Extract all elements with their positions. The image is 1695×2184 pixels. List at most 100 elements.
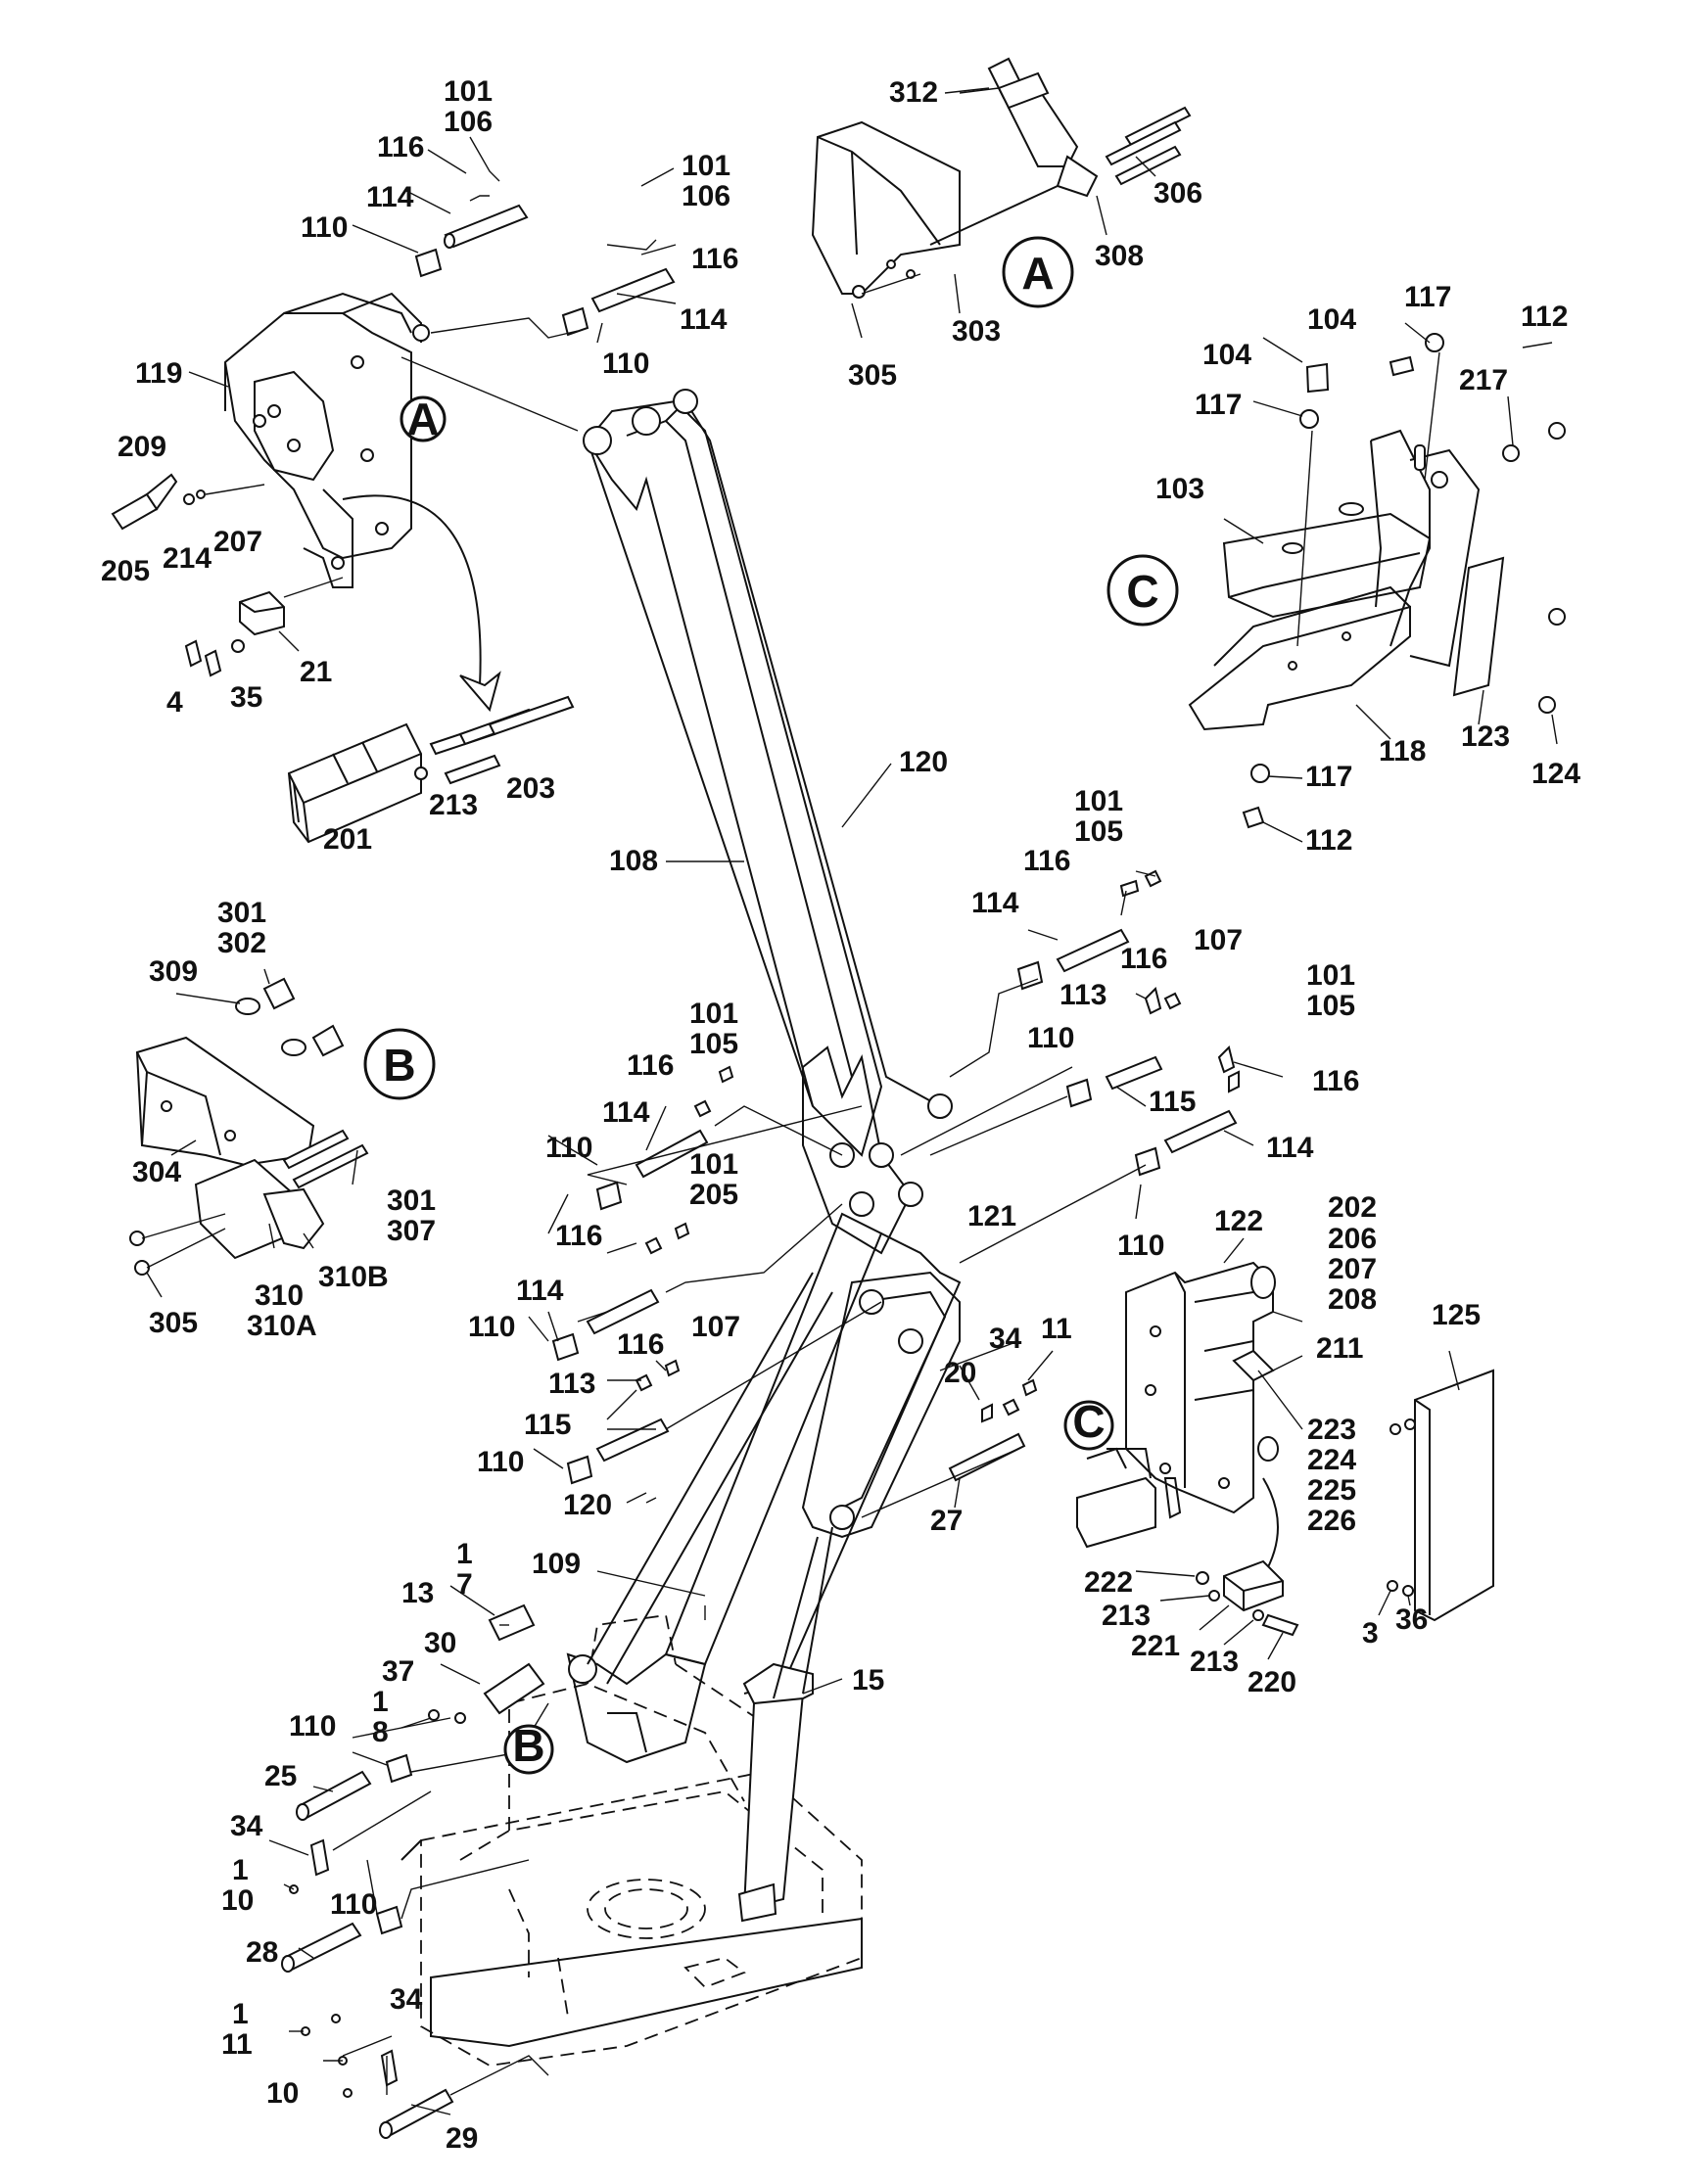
label-110: 110	[1117, 1230, 1164, 1262]
label-109: 109	[532, 1548, 581, 1580]
label-110: 110	[545, 1132, 592, 1164]
label-101: 101	[682, 150, 730, 182]
rotation-arrow-head	[459, 671, 501, 713]
label-116: 116	[1120, 943, 1167, 975]
label-116: 116	[1023, 845, 1070, 877]
label-302: 302	[217, 927, 266, 959]
bracket-119	[223, 292, 430, 588]
label-207: 207	[213, 526, 262, 558]
label-4: 4	[166, 686, 183, 719]
label-103: 103	[1155, 473, 1204, 505]
label-213: 213	[1190, 1646, 1239, 1678]
label-119: 119	[135, 357, 182, 390]
label-307: 307	[387, 1215, 436, 1247]
label-104: 104	[1202, 339, 1251, 371]
label-122: 122	[1214, 1205, 1263, 1237]
label-213: 213	[429, 789, 478, 821]
label-114: 114	[1266, 1132, 1314, 1164]
label-106: 106	[444, 106, 493, 138]
label-114: 114	[516, 1275, 564, 1307]
switch-312	[852, 57, 1192, 299]
valve-plate-122	[1125, 1261, 1279, 1577]
label-110: 110	[602, 348, 649, 380]
label-7: 7	[456, 1568, 473, 1601]
label-202: 202	[1328, 1191, 1377, 1224]
svg-text:C: C	[1126, 566, 1158, 617]
svg-text:A: A	[406, 394, 439, 444]
label-301: 301	[217, 897, 266, 929]
label-10: 10	[221, 1884, 254, 1917]
label-110: 110	[477, 1446, 524, 1478]
label-201: 201	[323, 823, 372, 856]
label-121: 121	[967, 1200, 1016, 1232]
label-101: 101	[444, 75, 493, 108]
label-110: 110	[468, 1311, 515, 1343]
label-105: 105	[1074, 815, 1123, 848]
valve-201	[287, 722, 422, 844]
label-114: 114	[971, 887, 1019, 919]
label-15: 15	[852, 1664, 884, 1696]
callout-c-bracket: C	[1106, 554, 1179, 627]
leader-lines	[146, 87, 1558, 2115]
label-1: 1	[232, 1854, 249, 1886]
label-105: 105	[1306, 990, 1355, 1022]
bracket-118	[1188, 429, 1481, 731]
label-30: 30	[424, 1627, 456, 1659]
label-116: 116	[1312, 1065, 1359, 1097]
label-221: 221	[1131, 1630, 1180, 1662]
label-117: 117	[1195, 389, 1242, 421]
label-310: 310	[255, 1279, 304, 1312]
label-110: 110	[289, 1710, 336, 1743]
guard-303	[811, 120, 961, 295]
label-213: 213	[1102, 1600, 1151, 1632]
label-115: 115	[524, 1409, 571, 1441]
label-208: 208	[1328, 1283, 1377, 1316]
label-34: 34	[989, 1323, 1022, 1355]
label-112: 112	[1305, 824, 1352, 857]
label-118: 118	[1379, 735, 1426, 767]
label-101: 101	[689, 998, 738, 1030]
label-106: 106	[682, 180, 730, 212]
label-101: 101	[689, 1148, 738, 1181]
label-110: 110	[330, 1888, 377, 1921]
label-205: 205	[689, 1179, 738, 1211]
small-pins	[635, 869, 1240, 1423]
guard-304	[135, 1036, 315, 1167]
svg-text:A: A	[1021, 248, 1054, 299]
label-34: 34	[230, 1810, 263, 1842]
label-35: 35	[230, 681, 262, 714]
label-112: 112	[1521, 301, 1568, 333]
label-29: 29	[446, 2122, 478, 2155]
label-203: 203	[506, 772, 555, 805]
label-114: 114	[602, 1096, 650, 1129]
label-107: 107	[691, 1311, 740, 1343]
label-305: 305	[149, 1307, 198, 1339]
label-117: 117	[1305, 761, 1352, 793]
label-34: 34	[390, 1983, 423, 2016]
label-117: 117	[1404, 281, 1451, 313]
label-205: 205	[101, 555, 150, 587]
label-310A: 310A	[247, 1310, 317, 1342]
label-306: 306	[1154, 177, 1202, 209]
label-116: 116	[555, 1220, 602, 1252]
label-116: 116	[691, 243, 738, 275]
label-10: 10	[266, 2077, 299, 2110]
callout-b-guard: B	[363, 1028, 436, 1100]
label-27: 27	[930, 1505, 963, 1537]
label-114: 114	[680, 303, 728, 336]
label-124: 124	[1531, 758, 1580, 790]
label-120: 120	[899, 746, 948, 778]
label-13: 13	[401, 1577, 434, 1609]
label-108: 108	[609, 845, 658, 877]
label-308: 308	[1095, 240, 1144, 272]
label-101: 101	[1074, 785, 1123, 817]
label-37: 37	[382, 1655, 414, 1688]
label-303: 303	[952, 315, 1001, 348]
label-8: 8	[372, 1716, 389, 1748]
label-305: 305	[848, 359, 897, 392]
pins-top-left	[400, 136, 676, 432]
label-225: 225	[1307, 1474, 1356, 1507]
mini-bracket-c	[1076, 1447, 1182, 1549]
label-222: 222	[1084, 1566, 1133, 1599]
label-21: 21	[300, 656, 332, 688]
